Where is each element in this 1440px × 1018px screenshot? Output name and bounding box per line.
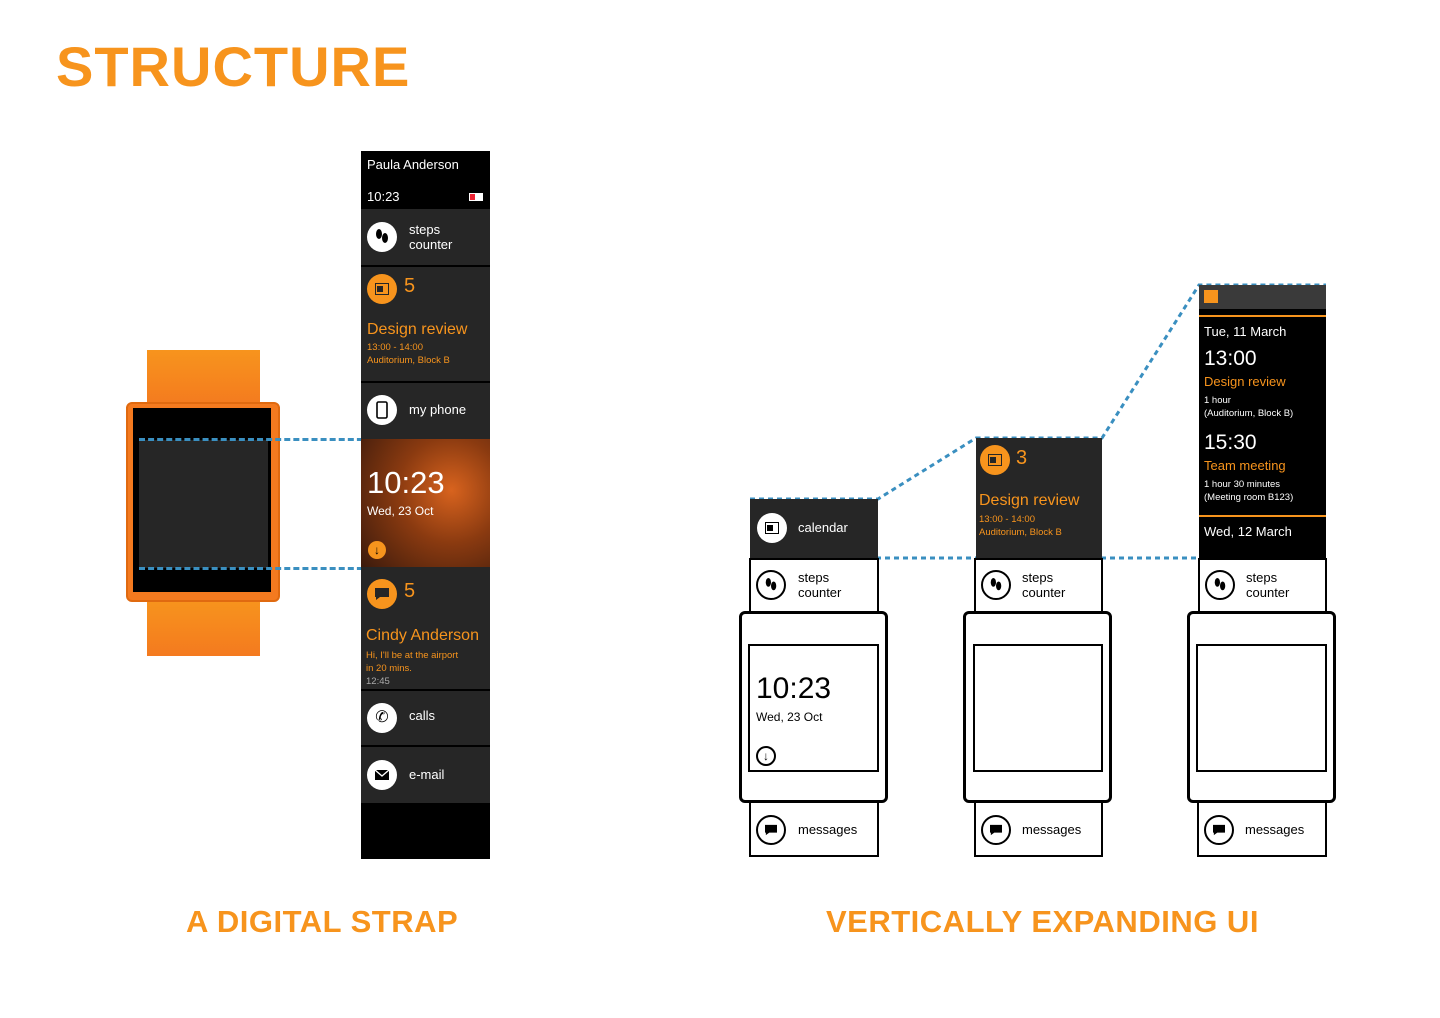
footsteps-icon [981,570,1011,600]
message-icon [756,815,786,845]
page-title: STRUCTURE [56,35,411,98]
w3-watch-screen[interactable] [1196,644,1327,772]
w3-messages-label: messages [1245,822,1305,837]
phone-handset-icon: ✆ [367,703,397,733]
calendar-event-title: Design review [367,321,468,338]
message-icon [367,579,397,609]
w3-event-2-time: 15:30 [1204,431,1257,454]
w3-day-2: Wed, 12 March [1204,524,1292,539]
calendar-count: 5 [404,275,416,297]
tile-message[interactable]: 5 Cindy Anderson Hi, I'll be at the airp… [361,567,490,689]
phone-icon [367,395,397,425]
footsteps-icon [1205,570,1235,600]
caption-digital-strap: A DIGITAL STRAP [186,904,459,939]
w3-event-1-time: 13:00 [1204,347,1257,370]
tile-steps-counter[interactable]: steps counter [361,209,490,265]
message-icon [1204,815,1234,845]
w3-agenda-header [1199,285,1326,309]
w1-calendar-label: calendar [798,520,848,535]
calendar-icon [980,445,1010,475]
message-sender: Cindy Anderson [366,627,479,644]
w3-event-2-place: (Meeting room B123) [1204,492,1294,503]
w2-steps-tile[interactable]: steps counter [974,558,1103,613]
w3-event-2-title: Team meeting [1204,458,1286,473]
tile-calls[interactable]: ✆ calls [361,689,490,747]
w2-calendar-count: 3 [1016,447,1028,469]
w2-calendar-tile[interactable]: 3 Design review 13:00 - 14:00 Auditorium… [976,438,1102,558]
w2-event-place: Auditorium, Block B [979,527,1062,538]
w2-messages-label: messages [1022,822,1082,837]
w3-day-1: Tue, 11 March [1204,324,1287,339]
w3-divider-top [1199,315,1326,317]
calendar-event-place: Auditorium, Block B [367,355,450,366]
w2-watch-screen[interactable] [973,644,1103,772]
watch-strap-top [147,350,260,406]
w2-steps-2: counter [1022,585,1066,600]
w3-event-2-duration: 1 hour 30 minutes [1204,479,1281,490]
w2-event-time: 13:00 - 14:00 [979,514,1035,525]
watch-strap-bottom [147,600,260,656]
message-count: 5 [404,580,416,602]
w3-messages-tile[interactable]: messages [1197,801,1327,857]
w3-agenda-tile[interactable]: Tue, 11 March 13:00 Design review 1 hour… [1199,285,1326,558]
w3-event-1-duration: 1 hour [1204,395,1231,406]
footsteps-icon [756,570,786,600]
tile-my-phone[interactable]: my phone [361,381,490,439]
clock-date: Wed, 23 Oct [367,504,434,518]
tile-email[interactable]: e-mail [361,745,490,803]
steps-label-1: steps [409,222,441,237]
w1-steps-tile[interactable]: steps counter [749,558,879,613]
user-name: Paula Anderson [367,157,459,172]
message-time: 12:45 [366,676,390,687]
w1-clock-time: 10:23 [756,672,832,705]
clock-time: 10:23 [367,465,445,500]
w3-divider-bottom [1199,515,1326,517]
calendar-icon [757,513,787,543]
message-line-1: Hi, I'll be at the airport [366,650,459,661]
digital-strap[interactable]: Paula Anderson 10:23 steps counter 5 Des… [361,151,490,859]
calendar-icon [367,274,397,304]
caption-vertically-expanding-ui: VERTICALLY EXPANDING UI [826,904,1259,939]
w3-steps-2: counter [1246,585,1290,600]
w1-messages-tile[interactable]: messages [749,801,879,857]
tile-calendar[interactable]: 5 Design review 13:00 - 14:00 Auditorium… [361,265,490,383]
my-phone-label: my phone [409,402,467,417]
message-line-2: in 20 mins. [366,663,412,674]
message-icon [981,815,1011,845]
watch-display-area [139,440,268,568]
calendar-event-time: 13:00 - 14:00 [367,342,423,353]
w2-messages-tile[interactable]: messages [974,801,1103,857]
w3-steps-1: steps [1246,570,1278,585]
w2-steps-1: steps [1022,570,1054,585]
dashed-guide-bottom [139,567,490,570]
dashed-guide-top [139,438,490,441]
w1-watch-screen[interactable]: 10:23 Wed, 23 Oct ↓ [748,644,879,772]
battery-icon [469,193,483,201]
footsteps-icon [367,222,397,252]
email-label: e-mail [409,767,445,782]
w3-steps-tile[interactable]: steps counter [1198,558,1327,613]
arrow-down-icon[interactable]: ↓ [756,746,776,766]
arrow-down-icon[interactable]: ↓ [368,541,386,559]
w1-calendar-tile[interactable]: calendar [750,499,878,558]
w1-messages-label: messages [798,822,858,837]
w1-clock-date: Wed, 23 Oct [756,710,823,724]
w2-event-title: Design review [979,492,1080,509]
status-time: 10:23 [367,189,400,204]
w1-steps-1: steps [798,570,830,585]
w3-event-1-title: Design review [1204,374,1286,389]
w1-steps-2: counter [798,585,842,600]
w3-event-1-place: (Auditorium, Block B) [1204,408,1294,419]
steps-label-2: counter [409,237,453,252]
calls-label: calls [409,708,436,723]
tile-clock[interactable]: 10:23 Wed, 23 Oct ↓ [361,439,490,567]
calendar-icon [1204,290,1218,303]
envelope-icon [367,760,397,790]
